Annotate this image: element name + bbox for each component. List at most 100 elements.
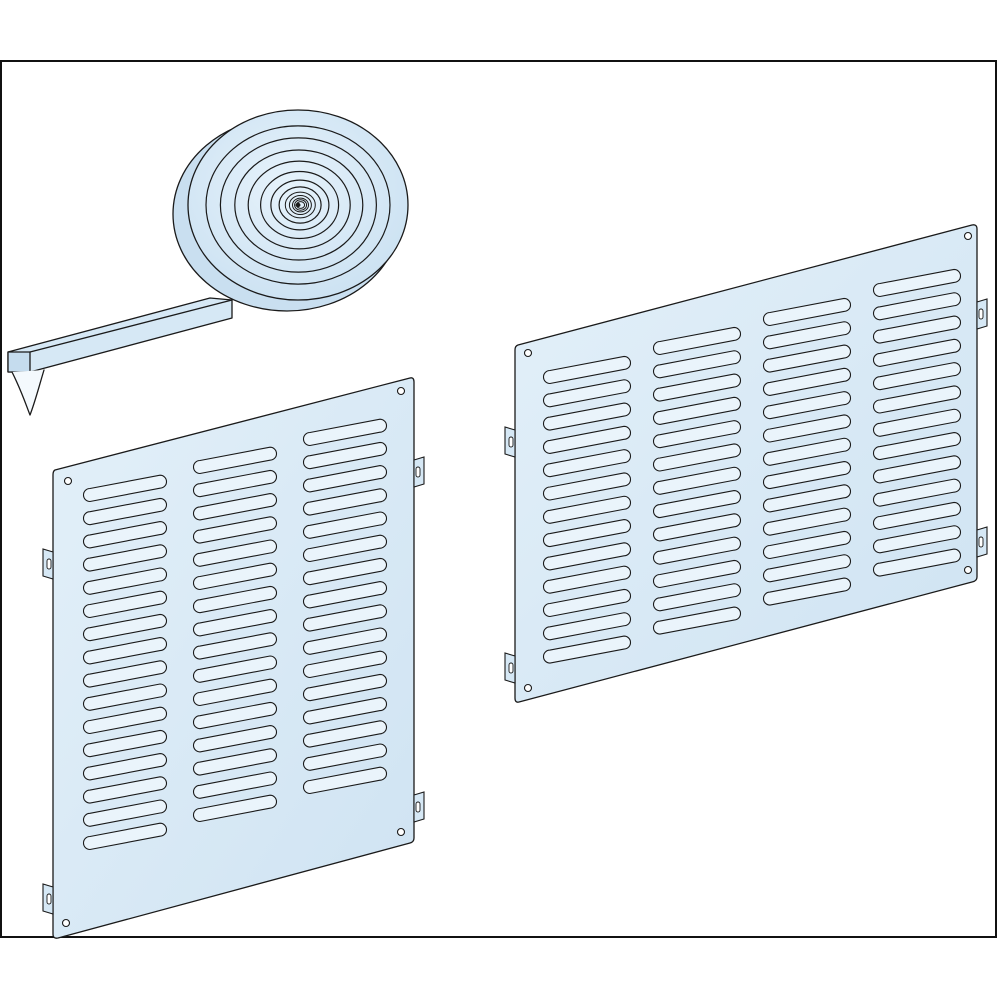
vent-slot — [192, 655, 278, 683]
vent-slot — [542, 472, 632, 501]
panel-left-mounting-tabs — [42, 456, 425, 915]
vent-slot — [762, 414, 852, 443]
vent-slot — [542, 379, 632, 408]
vent-slot — [652, 583, 742, 612]
tape-coil-ring — [270, 179, 330, 231]
vent-slot — [302, 441, 388, 470]
vent-slot — [872, 408, 962, 437]
mounting-tab-slot — [46, 558, 52, 570]
vent-slot — [762, 484, 852, 513]
vent-slot — [302, 627, 388, 655]
vent-slot — [762, 577, 852, 606]
vent-slot — [652, 350, 742, 379]
vent-slot — [872, 315, 962, 344]
vent-slot — [192, 493, 278, 521]
vent-slot — [82, 706, 168, 735]
tape-coil-ring — [219, 137, 377, 273]
vent-slot — [302, 465, 388, 493]
mounting-hole — [61, 918, 71, 928]
vent-slot — [542, 402, 632, 431]
vent-slot — [192, 585, 278, 614]
vent-slot — [652, 326, 742, 356]
vent-slot — [542, 612, 632, 641]
vent-slot — [192, 632, 278, 660]
vent-slot — [82, 497, 168, 526]
vent-slot — [302, 488, 388, 516]
vent-slot — [652, 420, 742, 449]
vent-slot — [302, 743, 388, 771]
vent-slot — [762, 367, 852, 396]
mounting-hole — [63, 476, 73, 486]
tape-backing-film — [11, 369, 45, 416]
vent-slot — [302, 511, 388, 539]
vent-slot — [652, 443, 742, 472]
mounting-hole — [396, 827, 406, 837]
tape-roll-core — [295, 202, 301, 208]
vent-slot — [82, 660, 168, 688]
vent-slot — [302, 766, 388, 795]
vent-slot — [872, 268, 962, 298]
vent-slot — [762, 507, 852, 536]
vent-slot — [542, 355, 632, 385]
vent-slot — [542, 635, 632, 664]
vent-panel-icon — [504, 224, 988, 703]
vent-slot — [82, 613, 168, 642]
vent-slot — [192, 539, 278, 567]
vent-slot — [302, 604, 388, 632]
vent-slot — [192, 748, 278, 776]
mounting-tab-slot — [508, 436, 514, 448]
vent-slot — [82, 544, 168, 572]
vent-slot — [652, 536, 742, 565]
vent-slot — [762, 297, 852, 327]
vent-slot — [762, 460, 852, 490]
vent-slot — [82, 753, 168, 781]
vent-slot — [652, 513, 742, 542]
vent-slot — [82, 637, 168, 665]
mounting-tab-slot — [508, 662, 514, 674]
vent-slot — [192, 725, 278, 753]
vent-slot — [192, 446, 278, 475]
mounting-tab-slot — [415, 801, 421, 813]
vent-slot — [652, 396, 742, 425]
panel-right-mounting-tabs — [504, 298, 988, 684]
mounting-tab-slot — [978, 536, 984, 548]
vent-slot — [872, 525, 962, 554]
mounting-hole — [396, 386, 406, 396]
vent-slot — [542, 449, 632, 478]
vent-slot — [302, 673, 388, 702]
vent-slot — [82, 590, 168, 619]
vent-slot — [652, 466, 742, 495]
vent-slot — [542, 542, 632, 571]
mounting-tab-slot — [46, 893, 52, 905]
vent-slot — [762, 344, 852, 373]
vent-slot — [192, 771, 278, 799]
vent-slot — [82, 729, 168, 758]
vent-slot — [872, 338, 962, 367]
mounting-tab-slot — [415, 466, 421, 478]
vent-slot — [302, 581, 388, 609]
panel-left-slots — [61, 386, 406, 928]
vent-slot — [82, 474, 168, 503]
tape-coil-ring — [284, 191, 316, 219]
tape-coil-ring — [288, 195, 312, 215]
vent-slot — [82, 521, 168, 549]
vent-slot — [872, 292, 962, 321]
mounting-hole — [523, 683, 533, 693]
vent-slot — [652, 606, 742, 635]
vent-slot — [542, 425, 632, 454]
vent-slot — [192, 609, 278, 637]
vent-slot — [652, 489, 742, 519]
mounting-tab-slot — [978, 308, 984, 320]
tape-coil-ring — [234, 149, 364, 261]
tape-coil-ring — [292, 197, 309, 213]
vent-slot — [302, 720, 388, 748]
vent-slot — [192, 469, 278, 498]
tape-coil-ring — [294, 199, 308, 211]
mounting-hole — [523, 348, 533, 358]
vent-slot — [82, 776, 168, 804]
vent-slot — [542, 495, 632, 524]
panel-left-outline — [52, 377, 415, 939]
vent-slot — [192, 678, 278, 707]
